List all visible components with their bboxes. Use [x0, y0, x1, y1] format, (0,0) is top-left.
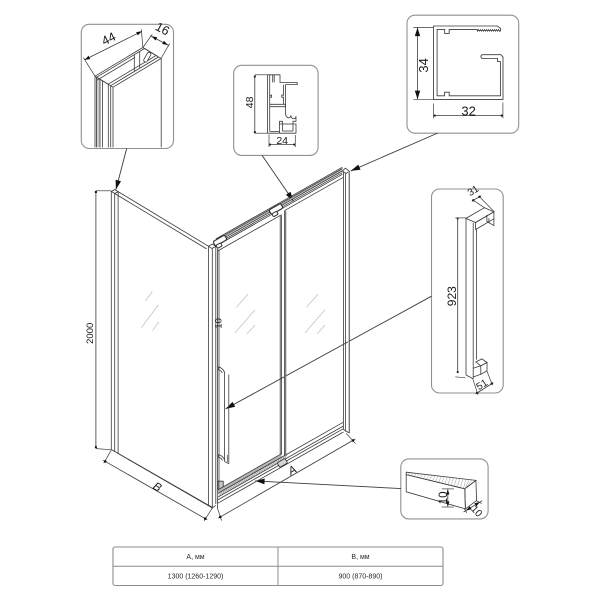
svg-text:10: 10: [213, 318, 224, 329]
svg-text:923: 923: [445, 286, 459, 306]
svg-text:В, мм: В, мм: [351, 554, 369, 561]
svg-text:48: 48: [244, 96, 256, 108]
svg-text:44: 44: [99, 30, 118, 49]
svg-text:10: 10: [438, 492, 450, 505]
svg-text:1300 (1260-1290): 1300 (1260-1290): [168, 573, 224, 580]
svg-text:900 (870-890): 900 (870-890): [339, 573, 383, 580]
svg-text:24: 24: [276, 135, 288, 147]
svg-text:2000: 2000: [85, 323, 96, 344]
svg-text:34: 34: [416, 58, 431, 72]
svg-text:32: 32: [461, 103, 475, 118]
svg-text:А, мм: А, мм: [186, 554, 204, 561]
svg-text:16: 16: [153, 20, 172, 39]
